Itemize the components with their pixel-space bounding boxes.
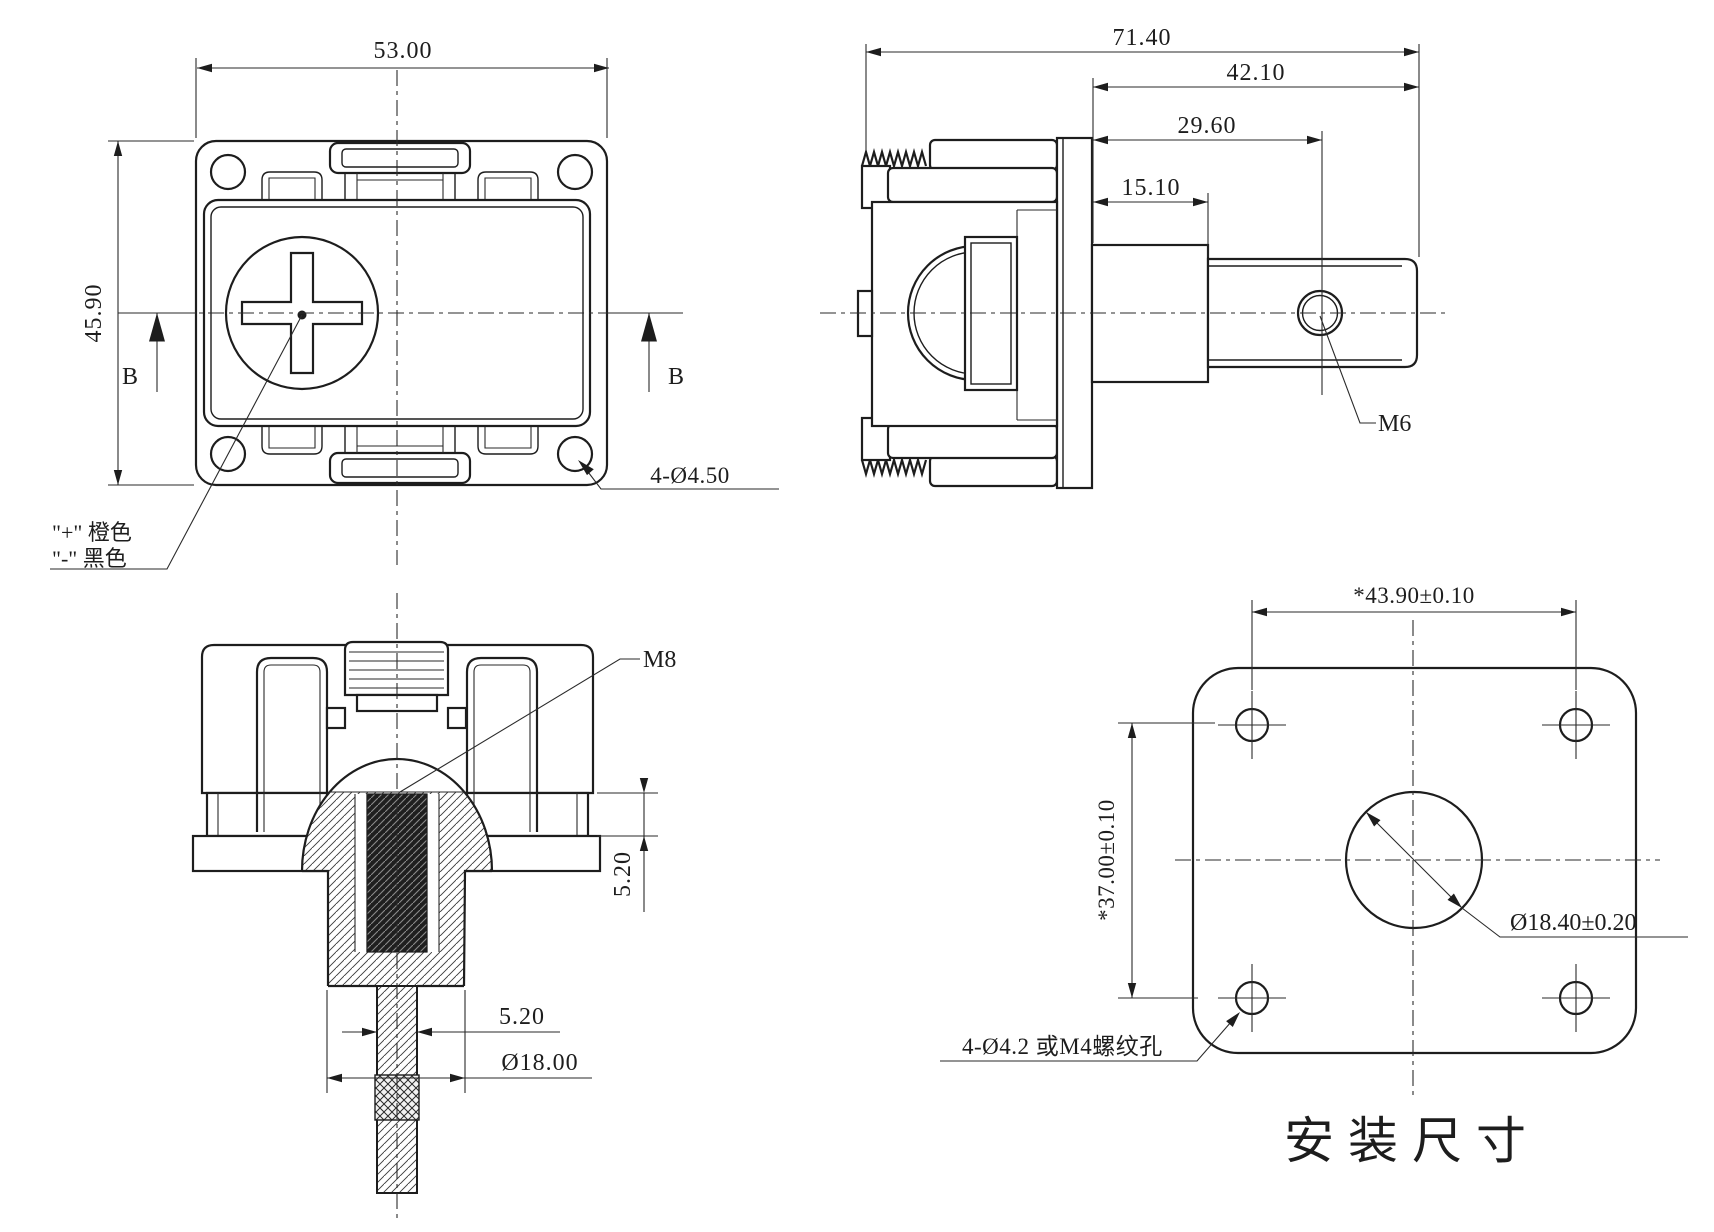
dim-mount-spacing-x: *43.90±0.10 [1251,583,1577,690]
mounting-holes-callout: 4-Ø4.2 或M4螺纹孔 [940,1012,1240,1062]
dim-boss-height: 5.20 [597,778,658,912]
mounting-holes-label: 4-Ø4.2 或M4螺纹孔 [962,1034,1163,1059]
dim-side-hole-position: 29.60 [1093,113,1323,395]
dim-side-shaft-text: 42.10 [1227,60,1286,86]
m6-callout: M6 [1319,315,1411,437]
polarity-callout: "+" 橙色 "-" 黑色 [50,314,303,571]
polarity-negative-label: "-" 黑色 [52,546,127,571]
dim-mount-spacing-y: *37.00±0.10 [1094,722,1215,999]
front-top-tab [328,141,472,175]
section-stem [374,985,420,1194]
front-holes-callout: 4-Ø4.50 [578,460,779,490]
dim-boss-height-text: 5.20 [610,851,636,897]
dim-front-height-text: 45.90 [81,284,107,343]
dim-side-total-text: 71.40 [1113,25,1172,51]
section-post-right [465,656,539,832]
front-view: 53.00 45.90 B B 4-Ø4.50 [50,38,779,571]
dim-side-shaft-length: 42.10 [1092,60,1419,243]
front-corner-hole [556,153,594,191]
front-top-tab-left [261,171,323,200]
front-corner-hole [209,153,247,191]
dim-stem-width: 5.20 [342,1004,560,1037]
polarity-positive-label: "+" 橙色 [52,520,132,545]
center-hole-dim-text: Ø18.40±0.20 [1510,910,1637,936]
section-post-left [255,656,329,832]
dim-stem-width-text: 5.20 [499,1004,545,1030]
phillips-cross [240,251,364,375]
front-corner-hole [209,435,247,473]
clip-teeth-top [860,147,928,171]
m6-label: M6 [1378,411,1411,437]
mounting-hole [1542,691,1610,759]
front-bottom-tab [328,451,472,485]
side-dome [906,244,976,382]
front-top-tab-right [477,171,539,200]
mounting-view: *43.90±0.10 *37.00±0.10 Ø18.40±0.20 4-Ø4… [940,583,1688,1169]
mounting-view-title: 安装尺寸 [1284,1113,1540,1169]
front-holes-label: 4-Ø4.50 [650,463,730,488]
dim-side-total-length: 71.40 [865,25,1420,257]
section-marker-left: B [122,313,165,392]
m8-label: M8 [643,647,676,673]
dim-mount-spacing-x-text: *43.90±0.10 [1353,583,1475,608]
dim-side-hole-pos-text: 29.60 [1178,113,1237,139]
dim-front-width: 53.00 [195,38,609,138]
section-label-right: B [668,364,684,390]
mounting-hole [1542,964,1610,1032]
mounting-hole [1218,964,1286,1032]
clip-teeth-bottom [860,455,928,479]
mounting-hole [1218,691,1286,759]
dim-stud-diameter-text: Ø18.00 [501,1050,578,1076]
dim-mount-spacing-y-text: *37.00±0.10 [1094,799,1119,921]
front-corner-hole [556,435,594,473]
side-view: 71.40 42.10 29.60 15.10 M6 [820,25,1445,490]
screw-head [224,235,380,391]
dim-front-width-text: 53.00 [374,38,433,64]
dim-side-shank-text: 15.10 [1122,175,1181,201]
dim-stud-diameter: Ø18.00 [327,1050,592,1083]
section-label-left: B [122,364,138,390]
m8-callout: M8 [399,647,676,793]
section-view: M8 5.20 5.20 Ø18.00 [191,593,676,1218]
dim-side-shank-length: 15.10 [1093,175,1209,257]
center-hole-callout: Ø18.40±0.20 [1365,811,1688,938]
section-marker-right: B [641,313,684,392]
